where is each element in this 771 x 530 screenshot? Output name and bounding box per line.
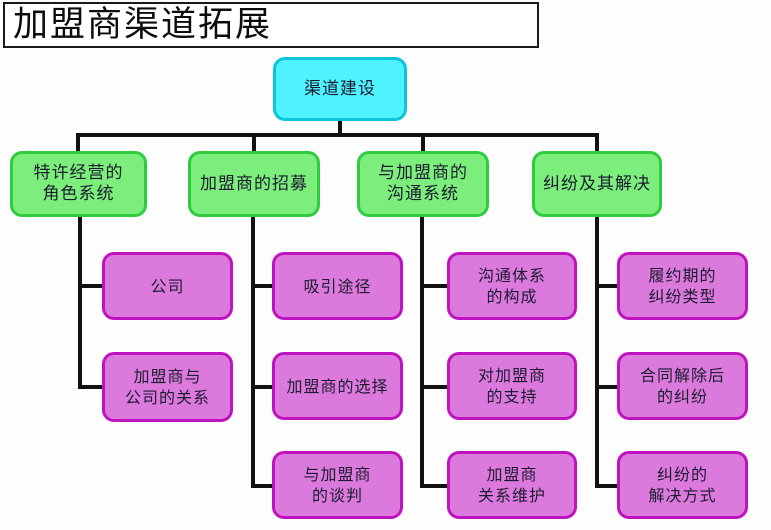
leaf-node-relationship-maintenance: 加盟商 关系维护 <box>447 451 577 519</box>
leaf-node-franchisee-support: 对加盟商 的支持 <box>447 352 577 420</box>
connector-stub-leaf-4-3 <box>595 484 619 488</box>
leaf-node-company: 公司 <box>102 252 233 320</box>
connector-root-stem <box>338 119 342 135</box>
leaf-node-franchisee-selection: 加盟商的选择 <box>272 352 403 420</box>
connector-stub-leaf-4-1 <box>595 284 619 288</box>
branch-node-franchise-role-system: 特许经营的 角色系统 <box>10 151 147 217</box>
leaf-node-post-termination-disputes: 合同解除后 的纠纷 <box>617 352 748 420</box>
leaf-node-communication-structure: 沟通体系 的构成 <box>447 252 577 320</box>
connector-stub-leaf-1-1 <box>78 284 104 288</box>
connector-trunk-column-1 <box>78 215 82 389</box>
connector-stub-leaf-2-3 <box>251 484 274 488</box>
leaf-node-dispute-resolution-methods: 纠纷的 解决方式 <box>617 451 748 519</box>
branch-node-franchisee-recruitment: 加盟商的招募 <box>188 151 320 217</box>
branch-node-communication-system: 与加盟商的 沟通系统 <box>357 151 489 217</box>
leaf-node-franchisee-negotiation: 与加盟商 的谈判 <box>272 451 403 519</box>
connector-drop-branch-4 <box>595 133 599 153</box>
connector-trunk-column-2 <box>251 215 255 488</box>
connector-stub-leaf-3-2 <box>420 385 449 389</box>
leaf-node-performance-period-dispute-types: 履约期的 纠纷类型 <box>617 252 748 320</box>
connector-stub-leaf-3-3 <box>420 484 449 488</box>
connector-level1-bus <box>76 133 599 137</box>
connector-stub-leaf-3-1 <box>420 284 449 288</box>
branch-node-dispute-resolution: 纠纷及其解决 <box>532 151 662 217</box>
slide-title-box: 加盟商渠道拓展 <box>3 2 539 48</box>
connector-stub-leaf-1-2 <box>78 385 104 389</box>
root-node-channel-building: 渠道建设 <box>273 57 407 121</box>
connector-stub-leaf-2-2 <box>251 385 274 389</box>
connector-trunk-column-4 <box>595 215 599 488</box>
connector-drop-branch-2 <box>252 133 256 153</box>
connector-trunk-column-3 <box>420 215 424 488</box>
slide-title: 加盟商渠道拓展 <box>13 5 273 45</box>
connector-stub-leaf-4-2 <box>595 385 619 389</box>
leaf-node-attraction-channels: 吸引途径 <box>272 252 403 320</box>
leaf-node-franchisee-company-relationship: 加盟商与 公司的关系 <box>102 352 233 422</box>
connector-drop-branch-1 <box>76 133 80 153</box>
connector-drop-branch-3 <box>421 133 425 153</box>
connector-stub-leaf-2-1 <box>251 284 274 288</box>
